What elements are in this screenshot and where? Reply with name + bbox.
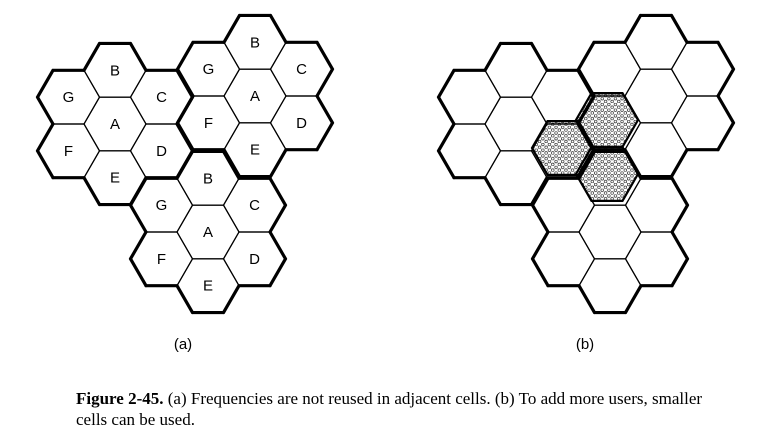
cell-frequency-label: A [250, 88, 260, 105]
cell-frequency-label: G [63, 89, 75, 106]
cluster-outline [128, 149, 288, 315]
cell-frequency-label: D [296, 115, 307, 132]
cell-frequency-label: E [203, 278, 213, 295]
cellular-frequency-reuse-figure: A B C D E F G A B C D E F G A B C D E F G (a) (b) [35, 13, 736, 353]
cell-frequency-label: F [204, 115, 213, 132]
panel-b-cell-splitting [436, 13, 736, 315]
cell-frequency-label: D [249, 251, 260, 268]
cell-frequency-label: F [157, 251, 166, 268]
panel-b-label: (b) [576, 336, 594, 353]
panel-a-label: (a) [174, 336, 192, 353]
cell-frequency-label: E [250, 142, 260, 159]
panel-a-reuse-clusters: A B C D E F G A B C D E F G A B C D E F G [35, 13, 335, 315]
caption-text: (a) Frequencies are not reused in adjace… [76, 389, 703, 429]
cluster-outline [175, 13, 335, 179]
cell-frequency-label: B [110, 62, 120, 79]
cell-frequency-label: C [249, 197, 260, 214]
cell-frequency-label: B [250, 34, 260, 51]
cell-frequency-label: A [203, 224, 213, 241]
cell-frequency-label: E [110, 170, 120, 187]
split-microcell-area [574, 146, 640, 202]
cell-frequency-label: G [156, 197, 168, 214]
cell-frequency-label: G [203, 61, 215, 78]
figure-caption: Figure 2-45. (a) Frequencies are not reu… [76, 388, 716, 430]
cell-frequency-label: D [156, 143, 167, 160]
cell-frequency-label: F [64, 143, 73, 160]
figure-number: Figure 2-45. [76, 389, 164, 408]
cell-frequency-label: C [296, 61, 307, 78]
cell-hexagon [578, 204, 642, 260]
cell-frequency-label: A [110, 116, 120, 133]
cell-frequency-label: B [203, 170, 213, 187]
cell-frequency-label: C [156, 89, 167, 106]
